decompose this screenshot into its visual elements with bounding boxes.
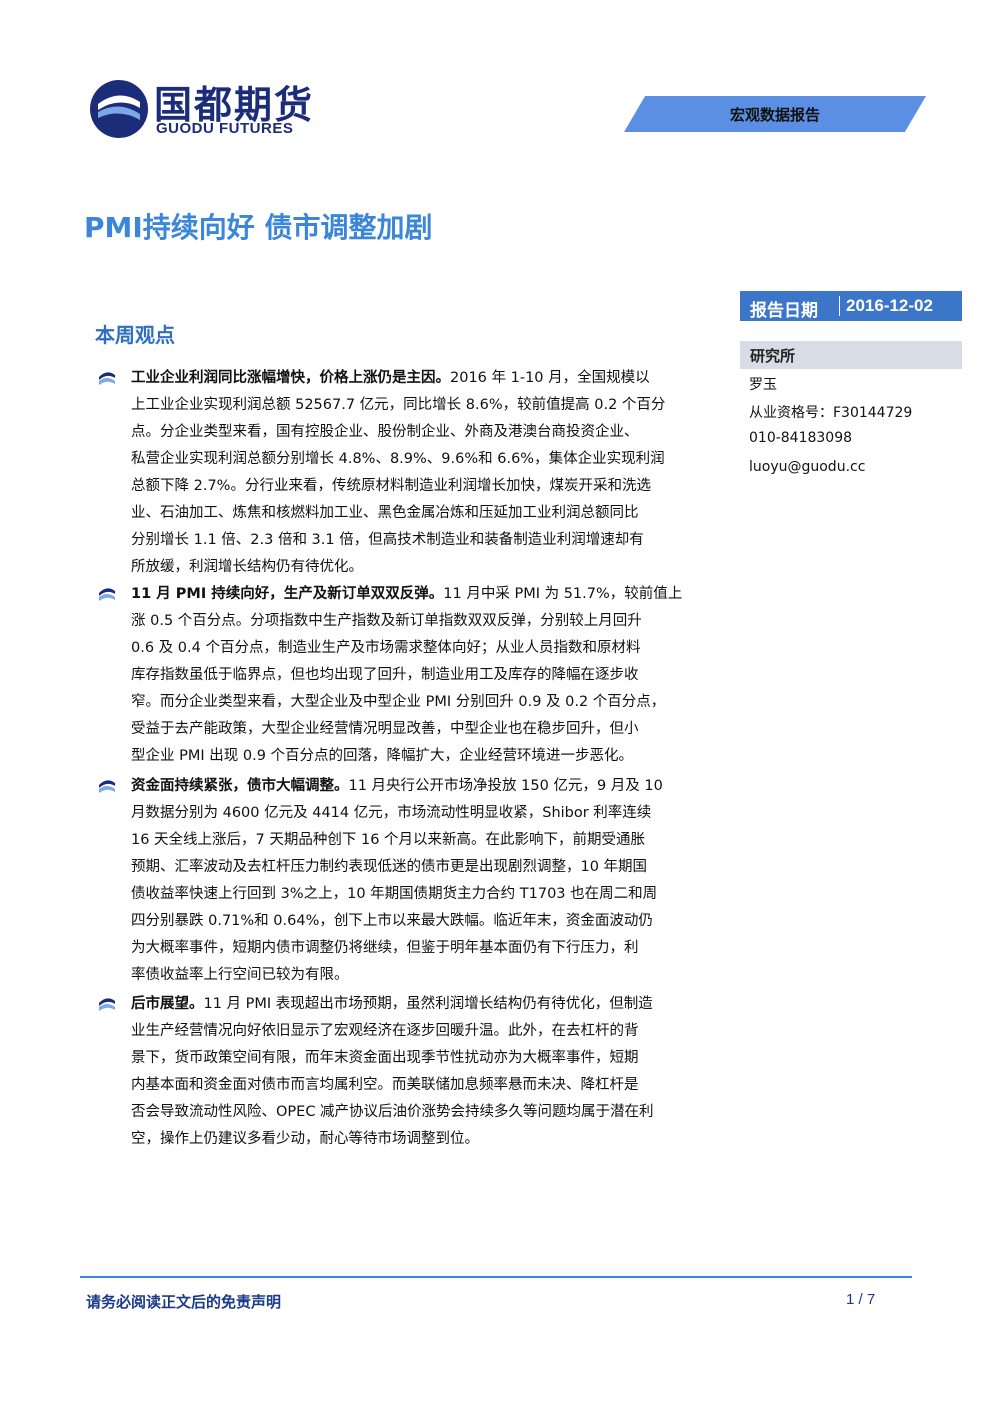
paragraph-bullet-icon bbox=[99, 780, 115, 793]
paragraph-line: 后市展望。11 月 PMI 表现超出市场预期，虽然利润增长结构仍有待优化，但制造 bbox=[131, 992, 653, 1013]
paragraph-lead: 资金面持续紧张，债市大幅调整。 bbox=[131, 778, 349, 794]
paragraph-text: 总额下降 2.7%。分行业来看，传统原材料制造业利润增长加快，煤炭开采和洗选 bbox=[131, 478, 651, 494]
paragraph-text: 2016 年 1-10 月，全国规模以 bbox=[450, 370, 650, 386]
paragraph-line: 月数据分别为 4600 亿元及 4414 亿元，市场流动性明显收紧，Shibor… bbox=[131, 801, 651, 822]
footer-divider bbox=[80, 1276, 912, 1278]
paragraph-text: 四分别暴跌 0.71%和 0.64%，创下上市以来最大跌幅。临近年末，资金面波动… bbox=[131, 913, 653, 929]
institute-box: 研究所 bbox=[740, 341, 962, 369]
paragraph-text: 11 月 PMI 表现超出市场预期，虽然利润增长结构仍有待优化，但制造 bbox=[203, 996, 653, 1012]
author-name: 罗玉 bbox=[749, 377, 777, 393]
footer-disclaimer[interactable]: 请务必阅读正文后的免责声明 bbox=[86, 1293, 282, 1311]
date-divider bbox=[839, 296, 840, 316]
paragraph-text: 否会导致流动性风险、OPEC 减产协议后油价涨势会持续多久等问题均属于潜在利 bbox=[131, 1104, 654, 1120]
paragraph-line: 16 天全线上涨后，7 天期品种创下 16 个月以来新高。在此影响下，前期受通胀 bbox=[131, 828, 645, 849]
paragraph-text: 11 月中采 PMI 为 51.7%，较前值上 bbox=[443, 586, 683, 602]
paragraph-line: 率债收益率上行空间已较为有限。 bbox=[131, 963, 349, 984]
paragraph-line: 为大概率事件，短期内债市调整仍将继续，但鉴于明年基本面仍有下行压力，利 bbox=[131, 936, 639, 957]
paragraph-line: 预期、汇率波动及去杠杆压力制约表现低迷的债市更是出现剧烈调整，10 年期国 bbox=[131, 855, 647, 876]
paragraph-text: 空，操作上仍建议多看少动，耐心等待市场调整到位。 bbox=[131, 1131, 479, 1147]
paragraph-text: 内基本面和资金面对债市而言均属利空。而美联储加息频率悬而未决、降杠杆是 bbox=[131, 1077, 639, 1093]
paragraph-line: 业生产经营情况向好依旧显示了宏观经济在逐步回暖升温。此外，在去杠杆的背 bbox=[131, 1019, 639, 1040]
report-title: PMI持续向好 债市调整加剧 bbox=[84, 211, 433, 244]
report-date-box: 报告日期 2016-12-02 bbox=[740, 291, 962, 321]
paragraph-line: 涨 0.5 个百分点。分项指数中生产指数及新订单指数双双反弹，分别较上月回升 bbox=[131, 609, 642, 630]
paragraph-text: 受益于去产能政策，大型企业经营情况明显改善，中型企业也在稳步回升，但小 bbox=[131, 721, 639, 737]
paragraph-line: 债收益率快速上行回到 3%之上，10 年期国债期货主力合约 T1703 也在周二… bbox=[131, 882, 657, 903]
paragraph-line: 0.6 及 0.4 个百分点，制造业生产及市场需求整体向好；从业人员指数和原材料 bbox=[131, 636, 640, 657]
paragraph-text: 所放缓，利润增长结构仍有待优化。 bbox=[131, 559, 363, 575]
paragraph-line: 库存指数虽低于临界点，但也均出现了回升，制造业用工及库存的降幅在逐步收 bbox=[131, 663, 639, 684]
paragraph-line: 上工业企业实现利润总额 52567.7 亿元，同比增长 8.6%，较前值提高 0… bbox=[131, 393, 665, 414]
paragraph-text: 为大概率事件，短期内债市调整仍将继续，但鉴于明年基本面仍有下行压力，利 bbox=[131, 940, 639, 956]
paragraph-lead: 工业企业利润同比涨幅增快，价格上涨仍是主因。 bbox=[131, 370, 450, 386]
paragraph-line: 受益于去产能政策，大型企业经营情况明显改善，中型企业也在稳步回升，但小 bbox=[131, 717, 639, 738]
paragraph-line: 11 月 PMI 持续向好，生产及新订单双双反弹。11 月中采 PMI 为 51… bbox=[131, 582, 682, 603]
paragraph-line: 总额下降 2.7%。分行业来看，传统原材料制造业利润增长加快，煤炭开采和洗选 bbox=[131, 474, 651, 495]
section-heading: 本周观点 bbox=[95, 323, 175, 347]
paragraph-line: 空，操作上仍建议多看少动，耐心等待市场调整到位。 bbox=[131, 1127, 479, 1148]
paragraph-text: 债收益率快速上行回到 3%之上，10 年期国债期货主力合约 T1703 也在周二… bbox=[131, 886, 658, 902]
paragraph-text: 预期、汇率波动及去杠杆压力制约表现低迷的债市更是出现剧烈调整，10 年期国 bbox=[131, 859, 648, 875]
paragraph-text: 私营企业实现利润总额分别增长 4.8%、8.9%、9.6%和 6.6%，集体企业… bbox=[131, 451, 665, 467]
paragraph-text: 库存指数虽低于临界点，但也均出现了回升，制造业用工及库存的降幅在逐步收 bbox=[131, 667, 639, 683]
author-license: 从业资格号：F30144729 bbox=[749, 405, 913, 421]
paragraph-text: 窄。而分企业类型来看，大型企业及中型企业 PMI 分别回升 0.9 及 0.2 … bbox=[131, 694, 666, 710]
guodu-logo-icon bbox=[90, 80, 148, 138]
paragraph-line: 资金面持续紧张，债市大幅调整。11 月央行公开市场净投放 150 亿元，9 月及… bbox=[131, 774, 663, 795]
paragraph-lead: 后市展望。 bbox=[131, 996, 204, 1012]
author-phone: 010-84183098 bbox=[749, 430, 853, 446]
paragraph-line: 景下，货币政策空间有限，而年末资金面出现季节性扰动亦为大概率事件，短期 bbox=[131, 1046, 639, 1067]
page-number: 1 / 7 bbox=[846, 1291, 876, 1308]
paragraph-line: 型企业 PMI 出现 0.9 个百分点的回落，降幅扩大，企业经营环境进一步恶化。 bbox=[131, 744, 633, 765]
report-date-value: 2016-12-02 bbox=[846, 296, 933, 315]
paragraph-bullet-icon bbox=[99, 372, 115, 385]
paragraph-text: 率债收益率上行空间已较为有限。 bbox=[131, 967, 349, 983]
paragraph-text: 16 天全线上涨后，7 天期品种创下 16 个月以来新高。在此影响下，前期受通胀 bbox=[131, 832, 646, 848]
paragraph-text: 11 月央行公开市场净投放 150 亿元，9 月及 10 bbox=[348, 778, 663, 794]
logo-cn-text: 国都期货 bbox=[154, 83, 315, 127]
paragraph-bullet-icon bbox=[99, 588, 115, 601]
paragraph-text: 分别增长 1.1 倍、2.3 倍和 3.1 倍，但高技术制造业和装备制造业利润增… bbox=[131, 532, 644, 548]
paragraph-text: 0.6 及 0.4 个百分点，制造业生产及市场需求整体向好；从业人员指数和原材料 bbox=[131, 640, 641, 656]
paragraph-text: 点。分企业类型来看，国有控股企业、股份制企业、外商及港澳台商投资企业、 bbox=[131, 424, 639, 440]
paragraph-line: 私营企业实现利润总额分别增长 4.8%、8.9%、9.6%和 6.6%，集体企业… bbox=[131, 447, 665, 468]
paragraph-line: 四分别暴跌 0.71%和 0.64%，创下上市以来最大跌幅。临近年末，资金面波动… bbox=[131, 909, 653, 930]
paragraph-text: 涨 0.5 个百分点。分项指数中生产指数及新订单指数双双反弹，分别较上月回升 bbox=[131, 613, 642, 629]
paragraph-text: 景下，货币政策空间有限，而年末资金面出现季节性扰动亦为大概率事件，短期 bbox=[131, 1050, 639, 1066]
paragraph-line: 工业企业利润同比涨幅增快，价格上涨仍是主因。2016 年 1-10 月，全国规模… bbox=[131, 366, 650, 387]
paragraph-text: 业生产经营情况向好依旧显示了宏观经济在逐步回暖升温。此外，在去杠杆的背 bbox=[131, 1023, 639, 1039]
paragraph-line: 所放缓，利润增长结构仍有待优化。 bbox=[131, 555, 363, 576]
paragraph-line: 内基本面和资金面对债市而言均属利空。而美联储加息频率悬而未决、降杠杆是 bbox=[131, 1073, 639, 1094]
paragraph-line: 点。分企业类型来看，国有控股企业、股份制企业、外商及港澳台商投资企业、 bbox=[131, 420, 639, 441]
report-type-banner: 宏观数据报告 bbox=[624, 96, 926, 132]
paragraph-line: 分别增长 1.1 倍、2.3 倍和 3.1 倍，但高技术制造业和装备制造业利润增… bbox=[131, 528, 644, 549]
paragraph-text: 型企业 PMI 出现 0.9 个百分点的回落，降幅扩大，企业经营环境进一步恶化。 bbox=[131, 748, 634, 764]
author-email[interactable]: luoyu@guodu.cc bbox=[749, 459, 866, 475]
paragraph-text: 业、石油加工、炼焦和核燃料加工业、黑色金属冶炼和压延加工业利润总额同比 bbox=[131, 505, 639, 521]
company-logo: 国都期货 GUODU FUTURES bbox=[88, 74, 338, 144]
paragraph-lead: 11 月 PMI 持续向好，生产及新订单双双反弹。 bbox=[131, 586, 444, 602]
logo-en-text: GUODU FUTURES bbox=[156, 120, 294, 137]
report-date-label: 报告日期 bbox=[750, 301, 818, 321]
paragraph-bullet-icon bbox=[99, 998, 115, 1011]
paragraph-text: 月数据分别为 4600 亿元及 4414 亿元，市场流动性明显收紧，Shibor… bbox=[131, 805, 652, 821]
paragraph-line: 窄。而分企业类型来看，大型企业及中型企业 PMI 分别回升 0.9 及 0.2 … bbox=[131, 690, 665, 711]
report-type-label: 宏观数据报告 bbox=[729, 106, 820, 124]
paragraph-line: 业、石油加工、炼焦和核燃料加工业、黑色金属冶炼和压延加工业利润总额同比 bbox=[131, 501, 639, 522]
paragraph-line: 否会导致流动性风险、OPEC 减产协议后油价涨势会持续多久等问题均属于潜在利 bbox=[131, 1100, 654, 1121]
paragraph-text: 上工业企业实现利润总额 52567.7 亿元，同比增长 8.6%，较前值提高 0… bbox=[131, 397, 666, 413]
institute-label: 研究所 bbox=[750, 347, 796, 365]
